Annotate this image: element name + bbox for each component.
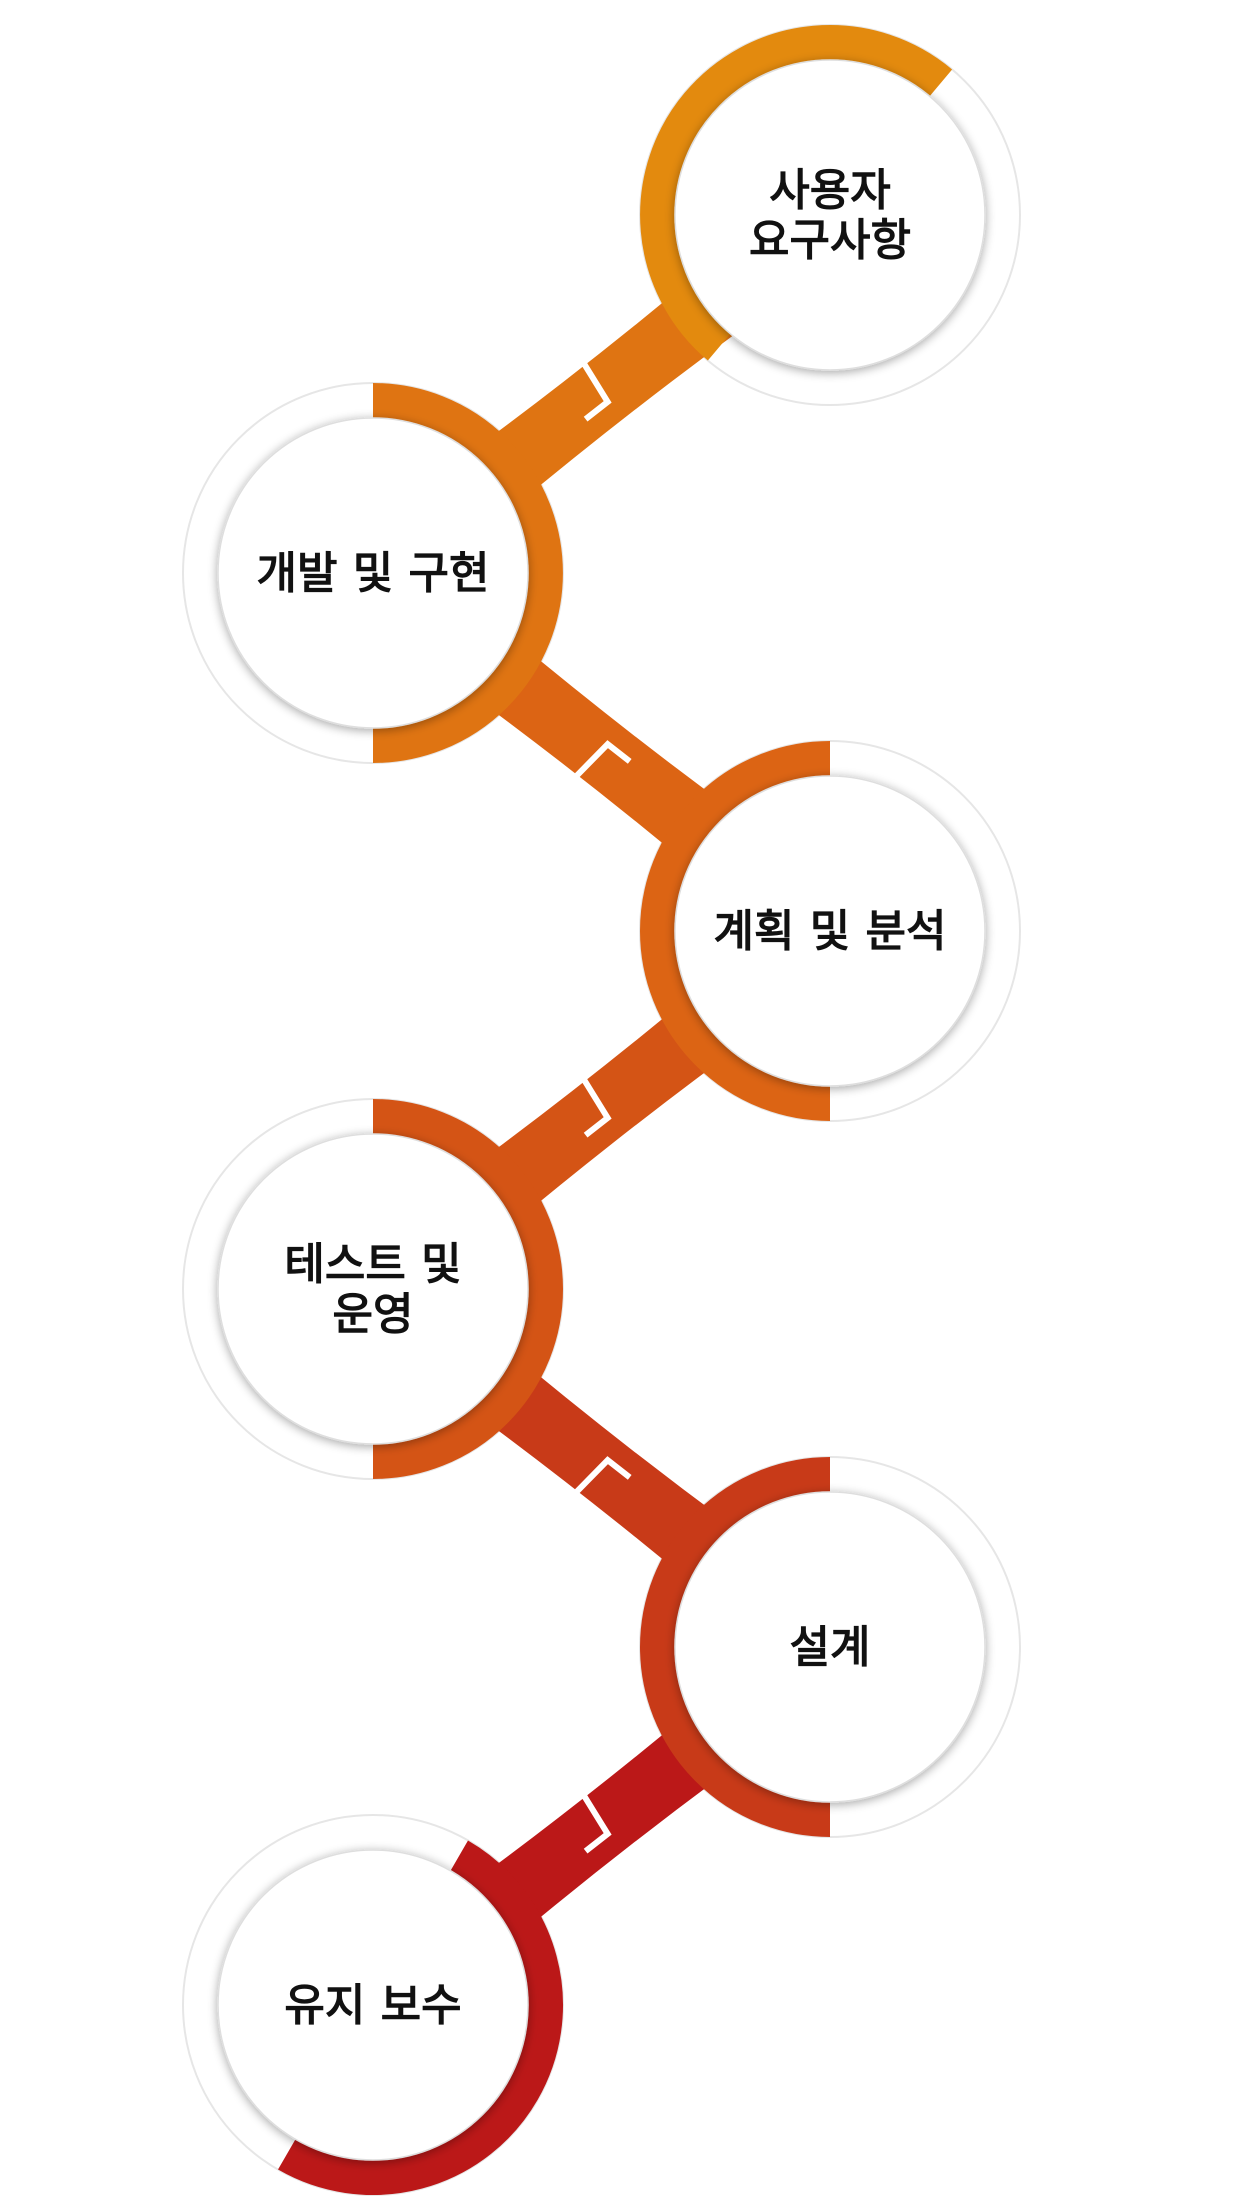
step-circle bbox=[217, 417, 529, 729]
connector-notch bbox=[576, 1786, 612, 1854]
step-circle bbox=[674, 59, 986, 371]
step-circles bbox=[217, 59, 986, 2161]
step-arc bbox=[640, 741, 831, 1121]
step-label: 테스트 및 bbox=[284, 1239, 461, 1290]
step-label: 개발 및 구현 bbox=[256, 548, 489, 599]
step-arc bbox=[640, 25, 953, 361]
step-arc bbox=[278, 1840, 563, 2195]
step-arc bbox=[640, 1457, 831, 1837]
step-label: 유지 보수 bbox=[284, 1980, 461, 2031]
step-label: 운영 bbox=[333, 1289, 414, 1340]
connector-notch bbox=[576, 1070, 612, 1138]
step-arc bbox=[372, 383, 563, 763]
connector-notch bbox=[567, 1456, 632, 1502]
connector-notch bbox=[576, 354, 612, 422]
step-circle bbox=[217, 1849, 529, 2161]
connector-notch bbox=[567, 740, 632, 786]
step-circle bbox=[217, 1133, 529, 1445]
step-label: 사용자 bbox=[769, 165, 890, 216]
step-circle bbox=[674, 1491, 986, 1803]
step-circle bbox=[674, 775, 986, 1087]
step-label: 설계 bbox=[790, 1622, 871, 1673]
step-arc bbox=[372, 1099, 563, 1479]
step-label: 요구사항 bbox=[749, 215, 911, 266]
step-label: 계획 및 분석 bbox=[713, 906, 946, 957]
